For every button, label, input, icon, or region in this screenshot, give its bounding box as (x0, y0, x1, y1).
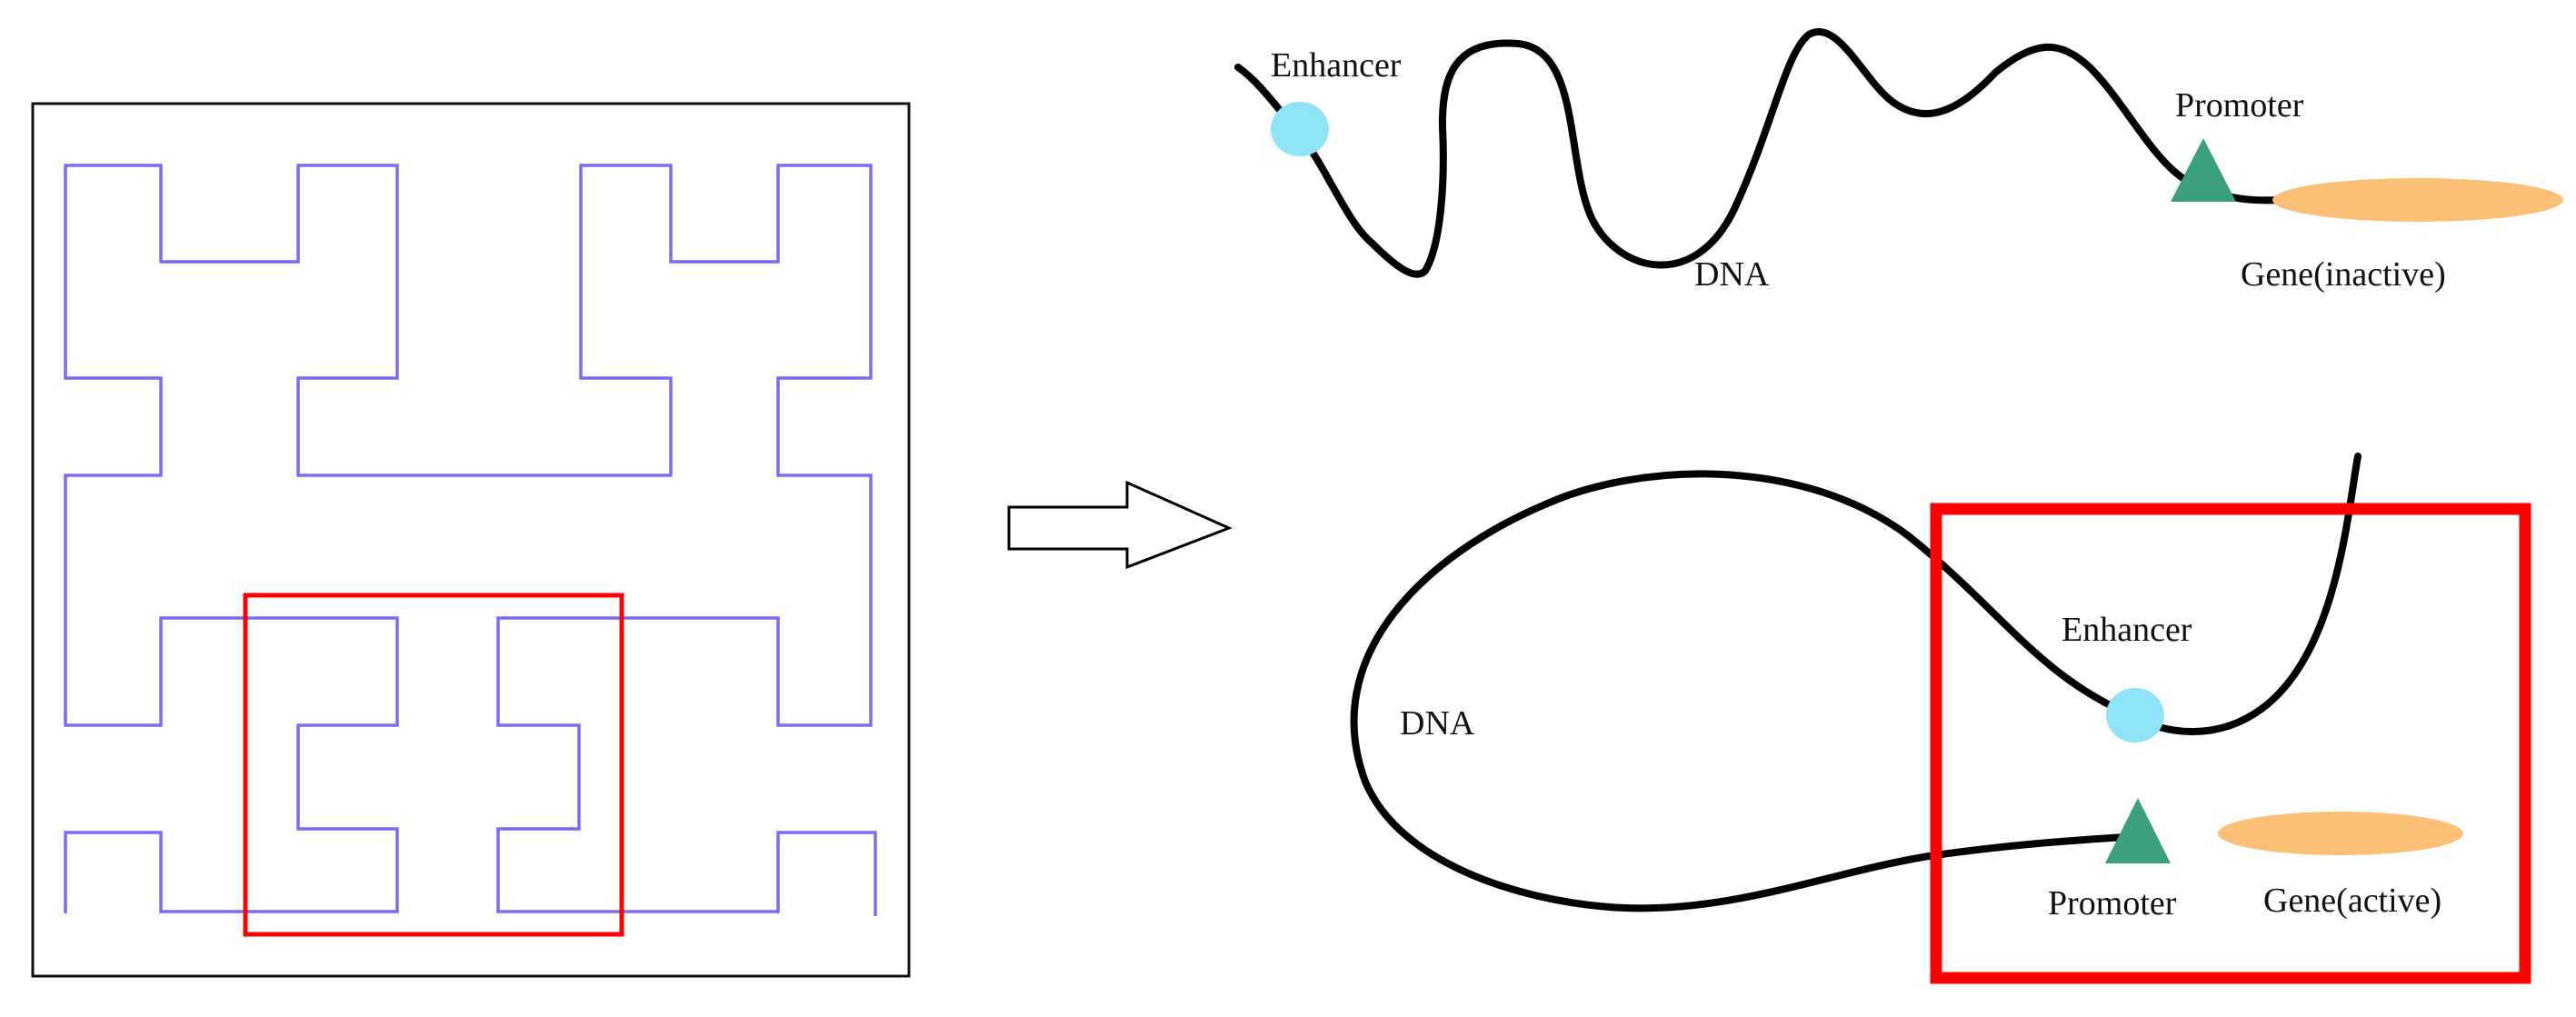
enhancer-label-top: Enhancer (1271, 46, 1402, 85)
promoter-label-top: Promoter (2175, 86, 2304, 125)
hilbert-panel (31, 102, 911, 978)
dna-label-bottom: DNA (1400, 704, 1475, 743)
dna-label-top: DNA (1694, 255, 1770, 294)
gene-label-active: Gene(active) (2263, 882, 2441, 920)
dna-strand-top (1234, 28, 2285, 278)
enhancer-label-bottom: Enhancer (2062, 611, 2192, 649)
enhancer-circle-bottom (2106, 688, 2164, 743)
hilbert-curve (64, 164, 877, 916)
hollow-right-arrow-icon (1007, 480, 1233, 570)
enhancer-circle-top (1271, 102, 1329, 156)
gene-ellipse-inactive (2272, 178, 2563, 222)
hilbert-frame (31, 102, 911, 978)
gene-ellipse-active (2218, 812, 2463, 855)
dna-loop-bottom (1350, 453, 2361, 912)
active-highlight-box (1930, 503, 2531, 984)
hilbert-highlight-box (243, 593, 624, 937)
promoter-label-bottom: Promoter (2048, 884, 2177, 922)
active-gene-panel: Enhancer DNA Promoter Gene(active) (1350, 453, 2531, 984)
gene-label-inactive: Gene(inactive) (2241, 255, 2446, 294)
promoter-triangle-top (2171, 138, 2236, 202)
promoter-triangle-bottom (2105, 798, 2171, 863)
inactive-gene-panel: Enhancer Promoter DNA Gene(inactive) (1234, 28, 2563, 294)
